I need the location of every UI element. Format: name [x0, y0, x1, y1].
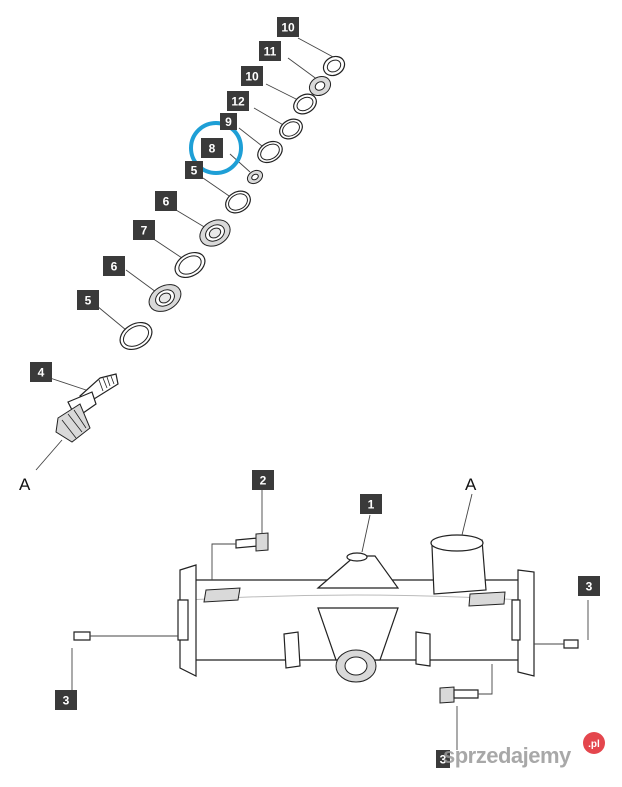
- svg-text:10: 10: [245, 70, 259, 84]
- watermark: sprzedajemy .pl: [443, 732, 605, 768]
- callout-5-upper: 5: [185, 161, 203, 179]
- bearing-6-lower: [148, 284, 182, 312]
- spacer-7: [174, 251, 206, 279]
- callout-2: 2: [252, 470, 274, 490]
- callout-10-top: 10: [277, 17, 299, 37]
- svg-text:3: 3: [63, 694, 70, 708]
- svg-text:4: 4: [38, 366, 45, 380]
- callout-3-left: 3: [55, 690, 77, 710]
- axle-housing-1: [177, 534, 535, 683]
- svg-text:5: 5: [85, 294, 92, 308]
- callout-9: 9: [220, 113, 237, 130]
- reference-letter-a-left: A: [19, 475, 31, 494]
- callout-10-lower: 10: [241, 66, 263, 86]
- watermark-text: sprzedajemy: [443, 743, 572, 768]
- watermark-badge: .pl: [583, 732, 605, 754]
- callout-8: 8: [201, 138, 223, 158]
- callout-6-upper: 6: [155, 191, 177, 211]
- ring-5-upper: [225, 190, 251, 214]
- svg-text:3: 3: [440, 753, 447, 767]
- svg-text:11: 11: [264, 45, 277, 59]
- svg-text:7: 7: [141, 224, 148, 238]
- nut-8: [246, 169, 264, 185]
- pin-3-right: [534, 600, 589, 649]
- svg-text:6: 6: [163, 195, 170, 209]
- ring-9: [257, 140, 283, 164]
- svg-text:3: 3: [586, 580, 593, 594]
- bearing-6-upper: [199, 219, 231, 247]
- svg-text:8: 8: [209, 142, 216, 156]
- svg-text:10: 10: [281, 21, 295, 35]
- upper-leader-lines: [49, 37, 336, 393]
- pinion-shaft-4: [35, 373, 119, 471]
- callout-5-lower: 5: [77, 290, 99, 310]
- svg-text:2: 2: [260, 474, 267, 488]
- ring-5-lower: [119, 321, 153, 351]
- retaining-ring-10-top: [322, 55, 346, 77]
- callout-3-right: 3: [578, 576, 600, 596]
- bolt-2-upper: [211, 490, 269, 580]
- callout-1: 1: [360, 494, 382, 514]
- highlight-circle: [189, 121, 243, 175]
- callout-11: 11: [259, 41, 281, 61]
- ring-12: [279, 118, 303, 140]
- bolt-2-lower: [439, 664, 493, 750]
- callout-6-lower: 6: [103, 256, 125, 276]
- svg-text:9: 9: [225, 115, 232, 129]
- svg-text:6: 6: [111, 260, 118, 274]
- callout-7: 7: [133, 220, 155, 240]
- svg-text:.pl: .pl: [588, 739, 600, 750]
- callout-12: 12: [227, 91, 249, 111]
- svg-text:1: 1: [368, 498, 375, 512]
- reference-letter-a-right: A: [465, 475, 477, 494]
- retaining-ring-10-lower: [293, 93, 317, 115]
- callout-3-bottom: 3: [436, 750, 450, 768]
- svg-text:5: 5: [191, 164, 198, 178]
- bearing-11: [308, 75, 332, 97]
- callout-4: 4: [30, 362, 52, 382]
- pin-3-left: [71, 631, 178, 690]
- svg-text:12: 12: [231, 95, 245, 109]
